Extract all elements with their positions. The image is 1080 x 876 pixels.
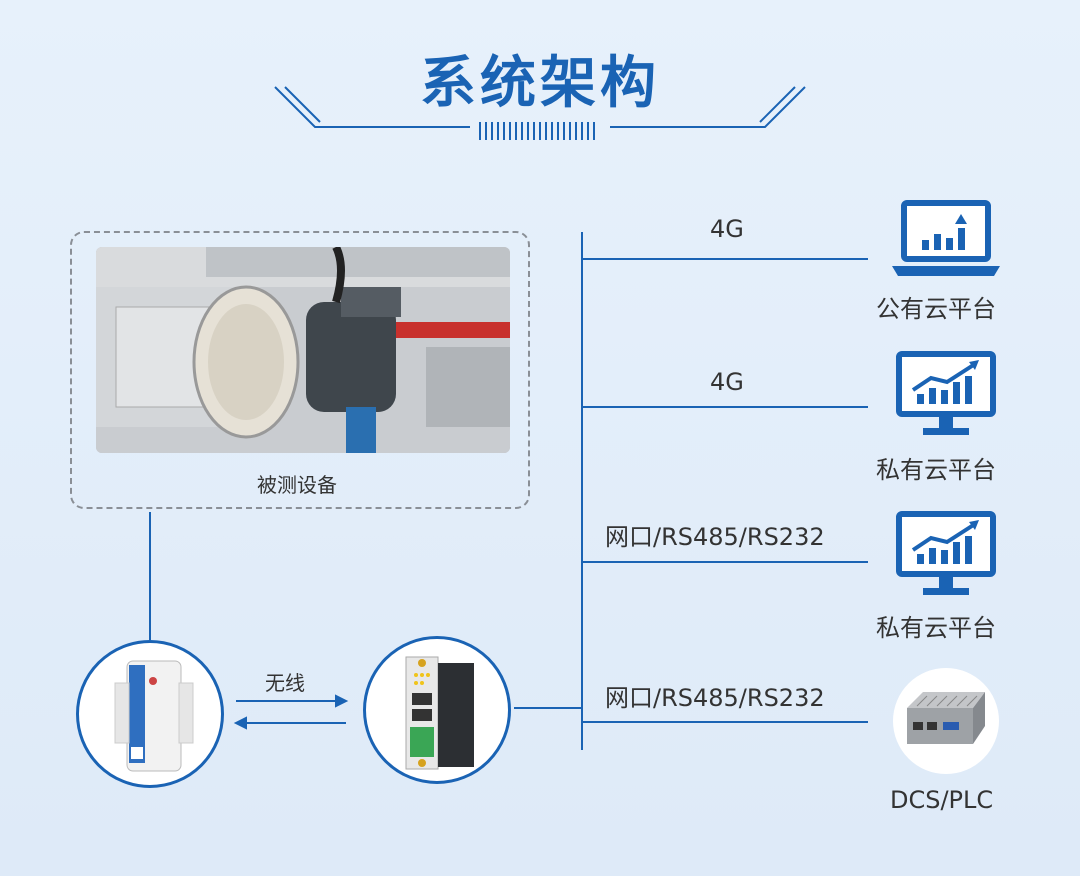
monitor-chart-icon [896, 351, 996, 435]
device-under-test-frame [70, 231, 530, 509]
device-caption: 被测设备 [257, 473, 337, 497]
monitor-chart-icon [896, 511, 996, 595]
target-name-2: 私有云平台 [876, 456, 996, 484]
target-name-1: 公有云平台 [876, 295, 996, 323]
connection-label-2: 4G [710, 368, 744, 396]
connection-label-3: 网口/RS485/RS232 [605, 523, 825, 551]
gateway-node [363, 636, 511, 784]
target-name-4: DCS/PLC [890, 786, 994, 814]
equipment-photo [96, 247, 510, 453]
page-title: 系统架构 [420, 51, 660, 116]
connection-label-1: 4G [710, 215, 744, 243]
title-ornament [274, 86, 806, 140]
laptop-chart-icon [892, 200, 1000, 276]
connection-label-4: 网口/RS485/RS232 [605, 684, 825, 712]
wireless-sensor-node [76, 640, 224, 788]
industrial-pc-icon [893, 668, 999, 774]
target-name-3: 私有云平台 [876, 614, 996, 642]
wireless-label: 无线 [265, 671, 305, 695]
